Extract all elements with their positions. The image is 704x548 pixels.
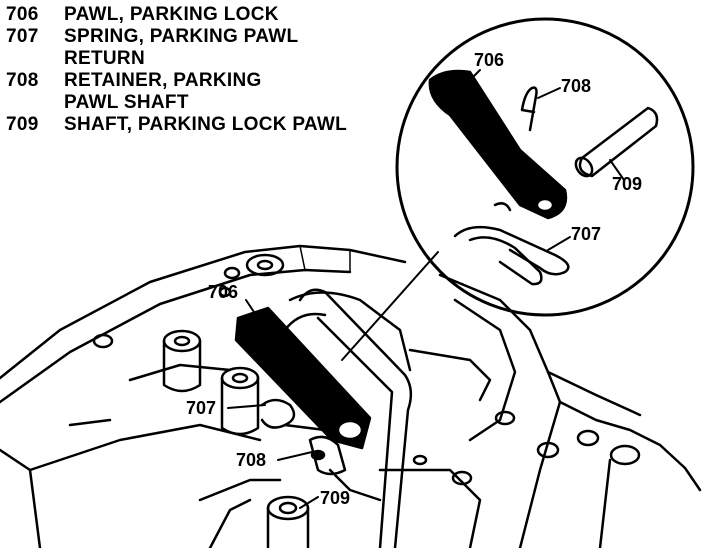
callout-707-main: 707 — [186, 398, 216, 418]
legend-item-retainer: 708 RETAINER, PARKING PAWL SHAFT — [6, 70, 406, 114]
actuator-rod — [298, 288, 413, 548]
detail-view-circle — [395, 17, 695, 317]
case-boss — [266, 495, 310, 548]
parts-legend: 706 PAWL, PARKING LOCK 707 SPRING, PARKI… — [6, 4, 406, 136]
detail-shaft-part — [574, 106, 659, 178]
detail-leader-line — [341, 251, 439, 361]
legend-item-pawl: 706 PAWL, PARKING LOCK — [6, 4, 406, 26]
transmission-case — [0, 244, 702, 548]
callout-707-detail: 707 — [571, 224, 601, 244]
callout-706-main: 706 — [208, 282, 238, 302]
legend-number: 706 — [6, 4, 39, 25]
legend-item-shaft: 709 SHAFT, PARKING LOCK PAWL — [6, 114, 406, 136]
callout-706-detail: 706 — [474, 50, 504, 70]
legend-line: RETAINER, PARKING — [64, 70, 262, 91]
legend-line: RETURN — [64, 48, 145, 69]
legend-description: SHAFT, PARKING LOCK PAWL — [64, 114, 406, 136]
legend-item-spring: 707 SPRING, PARKING PAWL RETURN — [6, 26, 406, 70]
legend-description: RETAINER, PARKING PAWL SHAFT — [64, 70, 406, 114]
legend-description: PAWL, PARKING LOCK — [64, 4, 406, 26]
pawl-spring-part — [260, 398, 327, 432]
callout-leaders — [227, 69, 625, 509]
legend-number: 709 — [6, 114, 39, 135]
case-boss — [220, 366, 260, 436]
legend-number: 708 — [6, 70, 39, 91]
pawl-shaft-part — [308, 435, 347, 476]
detail-spring-part — [453, 202, 570, 286]
parking-pawl-part — [234, 306, 372, 450]
case-boss — [162, 329, 202, 393]
legend-line: SPRING, PARKING PAWL — [64, 26, 299, 47]
callout-709-main: 709 — [320, 488, 350, 508]
legend-number: 707 — [6, 26, 39, 47]
legend-line: PAWL, PARKING LOCK — [64, 4, 279, 25]
callout-708-detail: 708 — [561, 76, 591, 96]
detail-retainer-part — [520, 86, 538, 132]
callout-708-main: 708 — [236, 450, 266, 470]
detail-pawl-part — [428, 69, 568, 220]
legend-line: PAWL SHAFT — [64, 92, 189, 113]
legend-description: SPRING, PARKING PAWL RETURN — [64, 26, 406, 70]
legend-line: SHAFT, PARKING LOCK PAWL — [64, 114, 348, 135]
callout-709-detail: 709 — [612, 174, 642, 194]
